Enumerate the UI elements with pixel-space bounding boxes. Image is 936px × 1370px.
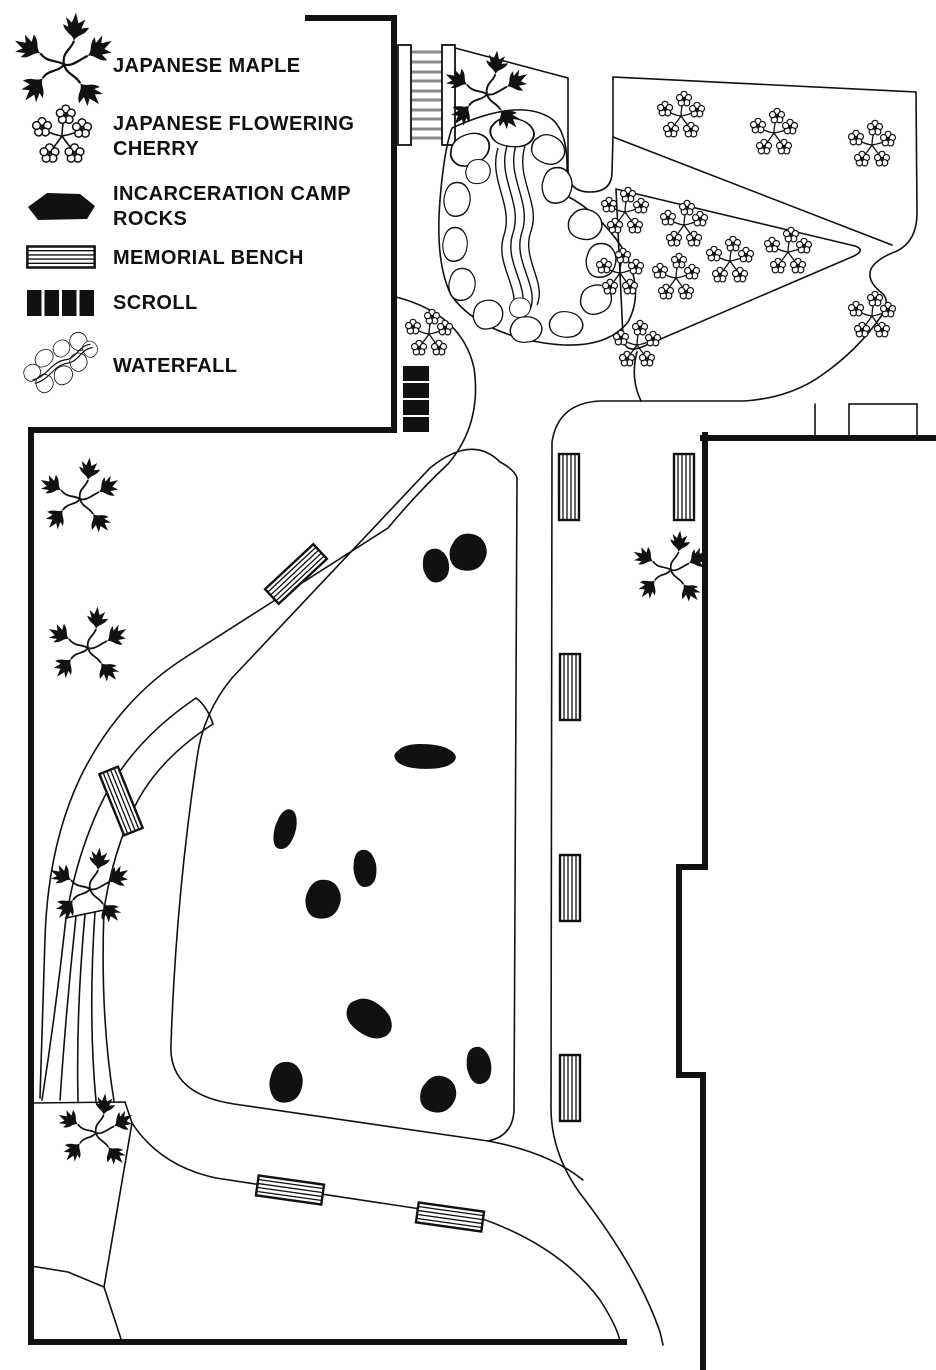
legend-label: WATERFALL xyxy=(113,355,237,377)
camp-rock xyxy=(269,1061,303,1103)
maple-tree xyxy=(46,846,134,928)
waterfall-stream-lines xyxy=(494,144,540,316)
memorial-bench xyxy=(558,1053,582,1123)
cherry-tree xyxy=(849,291,896,337)
cherry-blossom-icon xyxy=(33,105,92,162)
camp-rock xyxy=(463,1044,495,1087)
legend-label: SCROLL xyxy=(113,292,198,314)
maple-icon xyxy=(9,11,118,113)
memorial-bench xyxy=(98,765,144,837)
legend-item-waterfall: WATERFALL xyxy=(19,328,237,397)
legend-item-japanese-flowering-cherry: JAPANESE FLOWERING CHERRY xyxy=(33,105,354,162)
step-rungs xyxy=(411,50,442,140)
maple-tree xyxy=(44,605,132,687)
camp-rock xyxy=(446,530,490,574)
gate-structure xyxy=(848,403,918,439)
waterfall xyxy=(438,109,637,346)
maple-tree xyxy=(629,529,712,607)
waterfall-rock xyxy=(563,203,607,246)
waterfall-rock xyxy=(443,181,471,217)
rock-icon xyxy=(28,193,95,220)
garden-wall-west xyxy=(28,15,627,1345)
central-lawn xyxy=(170,448,518,1142)
cherry-tree xyxy=(406,309,453,355)
cherry-tree xyxy=(653,253,700,299)
waterfall-rock xyxy=(546,308,586,341)
map-features xyxy=(36,49,896,1233)
legend-label: JAPANESE MAPLE xyxy=(113,55,301,77)
legend-item-japanese-maple: JAPANESE MAPLE xyxy=(9,11,300,113)
camp-rock xyxy=(339,990,400,1047)
bench-icon xyxy=(26,245,96,269)
upper-cherry-bed-edge xyxy=(612,136,893,246)
scroll-marker-square xyxy=(403,417,429,432)
wedge-junction-line xyxy=(633,351,642,402)
waterfall-rock xyxy=(448,267,476,302)
camp-rock xyxy=(418,545,453,586)
camp-rock xyxy=(270,806,301,852)
legend-label: MEMORIAL BENCH xyxy=(113,247,304,269)
scroll-marker-square xyxy=(403,366,429,381)
south-path-upper-edge xyxy=(487,1140,584,1181)
memorial-bench xyxy=(558,853,582,923)
scroll-marker-square xyxy=(403,400,429,415)
waterfall-bed-outline xyxy=(438,109,637,346)
memorial-bench xyxy=(414,1201,486,1233)
memorial-bench xyxy=(672,452,696,522)
north-path-bay xyxy=(567,77,614,193)
cherry-tree xyxy=(602,187,649,233)
camp-rock xyxy=(350,848,380,889)
southwest-planting-bed xyxy=(30,1101,133,1289)
east-bed-and-walkway-edge xyxy=(550,76,918,1346)
cherry-tree xyxy=(661,200,708,246)
legend-label: ROCKS xyxy=(113,208,187,230)
waterfall-rock xyxy=(509,297,532,318)
legend-item-memorial-bench: MEMORIAL BENCH xyxy=(26,245,304,269)
scroll-icon xyxy=(27,290,94,316)
terrace-strip xyxy=(65,697,214,920)
legend-item-scroll: SCROLL xyxy=(27,290,198,316)
step-rail xyxy=(441,44,456,146)
memorial-bench xyxy=(558,652,582,722)
waterfall-rock xyxy=(541,166,573,204)
cherry-tree xyxy=(707,236,754,282)
waterfall-icon xyxy=(19,328,102,397)
cherry-tree xyxy=(751,108,798,154)
entrance-steps xyxy=(397,44,456,146)
maple-tree xyxy=(36,456,124,538)
waterfall-rocks xyxy=(441,113,617,344)
legend-label: CHERRY xyxy=(113,138,199,160)
camp-rock xyxy=(303,878,343,921)
waterfall-rock xyxy=(441,226,469,262)
cherry-tree xyxy=(658,91,705,137)
camp-rock xyxy=(393,742,457,771)
south-path-lower-edge xyxy=(131,1122,621,1343)
garden-wall-east xyxy=(676,432,708,1370)
west-loop-outer-edge xyxy=(39,656,187,1099)
waterfall-rock xyxy=(470,297,506,332)
memorial-bench xyxy=(254,1174,326,1206)
cherry-tree xyxy=(614,320,661,366)
legend-item-incarceration-camp-rocks: INCARCERATION CAMP ROCKS xyxy=(28,183,351,230)
memorial-bench xyxy=(263,542,329,606)
garden-paths xyxy=(30,47,918,1346)
scroll-marker-square xyxy=(403,383,429,398)
memorial-bench xyxy=(557,452,581,522)
waterfall-rock xyxy=(509,316,543,344)
bed-to-wall-line xyxy=(103,1286,123,1343)
terrace-steps-lines xyxy=(41,909,115,1102)
legend-label: JAPANESE FLOWERING xyxy=(113,113,354,135)
waterfall-rock xyxy=(465,158,491,185)
cherry-tree xyxy=(849,120,896,166)
camp-rock xyxy=(415,1070,462,1118)
scroll-bed-curve xyxy=(185,296,477,658)
north-boundary-path xyxy=(454,47,569,79)
legend: JAPANESE MAPLE JAPANESE FLOWERING CHERRY… xyxy=(9,11,354,397)
legend-label: INCARCERATION CAMP xyxy=(113,183,351,205)
step-rail xyxy=(397,44,412,146)
